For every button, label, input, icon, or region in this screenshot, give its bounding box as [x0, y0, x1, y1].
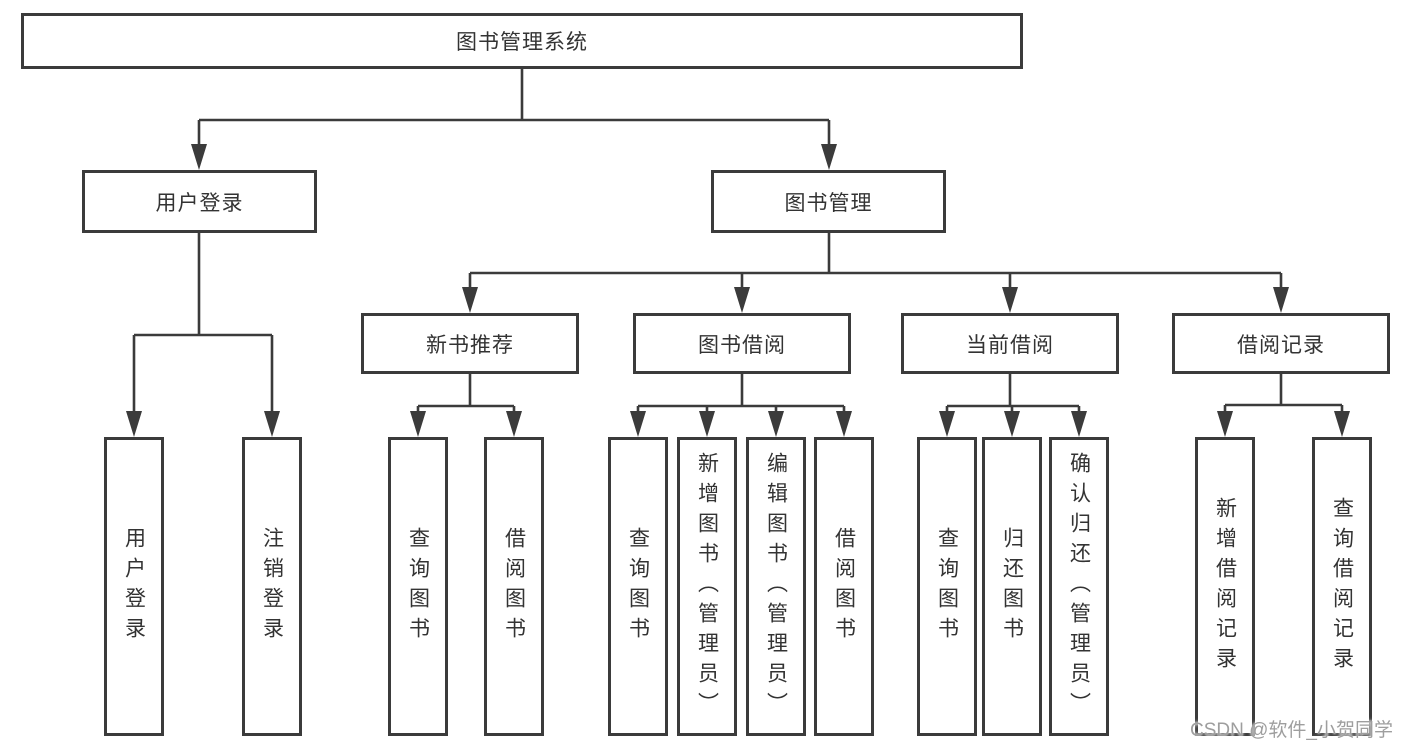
leaf-query-borrow-record: 查询借阅记录	[1312, 437, 1372, 736]
node-label: 借阅记录	[1237, 333, 1325, 357]
leaf-return-books: 归还图书	[982, 437, 1042, 736]
node-label: 新书推荐	[426, 333, 514, 357]
leaf-confirm-return-admin: 确认归还（管理员）	[1049, 437, 1109, 736]
leaf-label: 编辑图书（管理员）	[764, 451, 788, 722]
watermark: CSDN @软件_小贺同学	[1190, 720, 1393, 741]
leaf-label: 新增图书（管理员）	[695, 451, 719, 722]
leaf-borrowing-borrow-books: 借阅图书	[814, 437, 874, 736]
leaf-edit-books-admin: 编辑图书（管理员）	[746, 437, 806, 736]
node-label: 图书管理	[784, 191, 873, 215]
leaf-label: 查询图书	[935, 526, 959, 647]
leaf-label: 归还图书	[1000, 526, 1024, 647]
node-label: 图书借阅	[698, 333, 786, 357]
leaf-label: 查询图书	[406, 526, 430, 647]
leaf-recommend-query-books: 查询图书	[388, 437, 448, 736]
leaf-label: 注销登录	[260, 526, 284, 647]
leaf-label: 借阅图书	[502, 526, 526, 647]
leaf-add-books-admin: 新增图书（管理员）	[677, 437, 737, 736]
leaf-user-login: 用户登录	[104, 437, 164, 736]
node-user-login: 用户登录	[82, 170, 317, 233]
node-library-management-system: 图书管理系统	[21, 13, 1023, 69]
leaf-label: 新增借阅记录	[1213, 496, 1237, 677]
leaf-label: 查询图书	[626, 526, 650, 647]
leaf-recommend-borrow-books: 借阅图书	[484, 437, 544, 736]
leaf-add-borrow-record: 新增借阅记录	[1195, 437, 1255, 736]
leaf-borrowing-query-books: 查询图书	[608, 437, 668, 736]
node-book-management: 图书管理	[711, 170, 946, 233]
node-label: 图书管理系统	[456, 31, 588, 54]
leaf-label: 查询借阅记录	[1330, 496, 1354, 677]
node-book-borrowing: 图书借阅	[633, 313, 851, 374]
node-label: 当前借阅	[966, 333, 1054, 357]
leaf-logout: 注销登录	[242, 437, 302, 736]
node-new-book-recommendation: 新书推荐	[361, 313, 579, 374]
leaf-current-query-books: 查询图书	[917, 437, 977, 736]
leaf-label: 借阅图书	[832, 526, 856, 647]
node-borrowing-records: 借阅记录	[1172, 313, 1390, 374]
leaf-label: 确认归还（管理员）	[1067, 451, 1091, 722]
node-current-borrowing: 当前借阅	[901, 313, 1119, 374]
leaf-label: 用户登录	[122, 526, 146, 647]
node-label: 用户登录	[155, 191, 244, 215]
